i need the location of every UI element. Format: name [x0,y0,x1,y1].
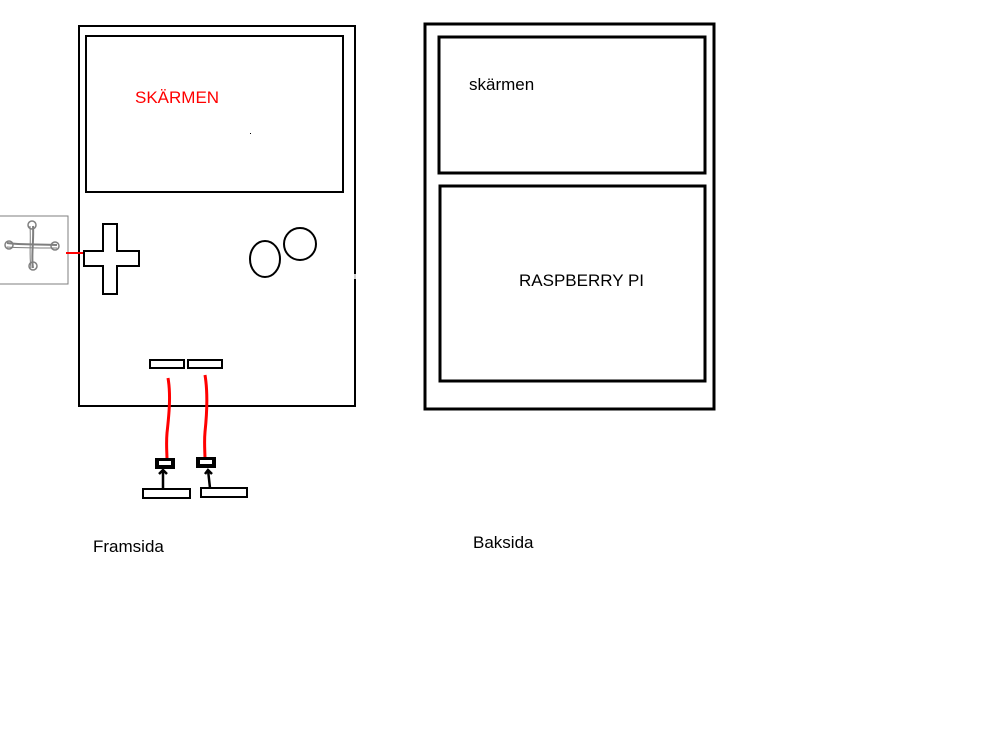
button-a-icon [283,227,317,261]
raspberry-pi-board [438,184,707,383]
raspberry-pi-label: RASPBERRY PI [519,271,645,290]
edge-tick [354,274,356,279]
front-screen [85,35,344,193]
back-caption: Baksida [473,533,534,552]
start-wire [203,374,209,461]
select-wire [165,377,172,461]
front-screen-label: SKÄRMEN [135,88,220,107]
push-switch-1 [142,458,191,499]
front-caption: Framsida [93,537,164,556]
push-switch-2 [196,457,248,498]
back-screen-label: skärmen [469,75,535,94]
button-b-icon [249,240,281,278]
dpad-icon [83,223,140,295]
back-view [423,22,716,411]
screen-speck [250,133,251,134]
front-view [0,25,356,499]
select-button [149,359,185,369]
back-device-body [423,22,716,411]
joystick-module-icon [0,215,69,285]
front-device-body [78,25,356,407]
back-screen [437,35,707,175]
start-button [187,359,223,369]
